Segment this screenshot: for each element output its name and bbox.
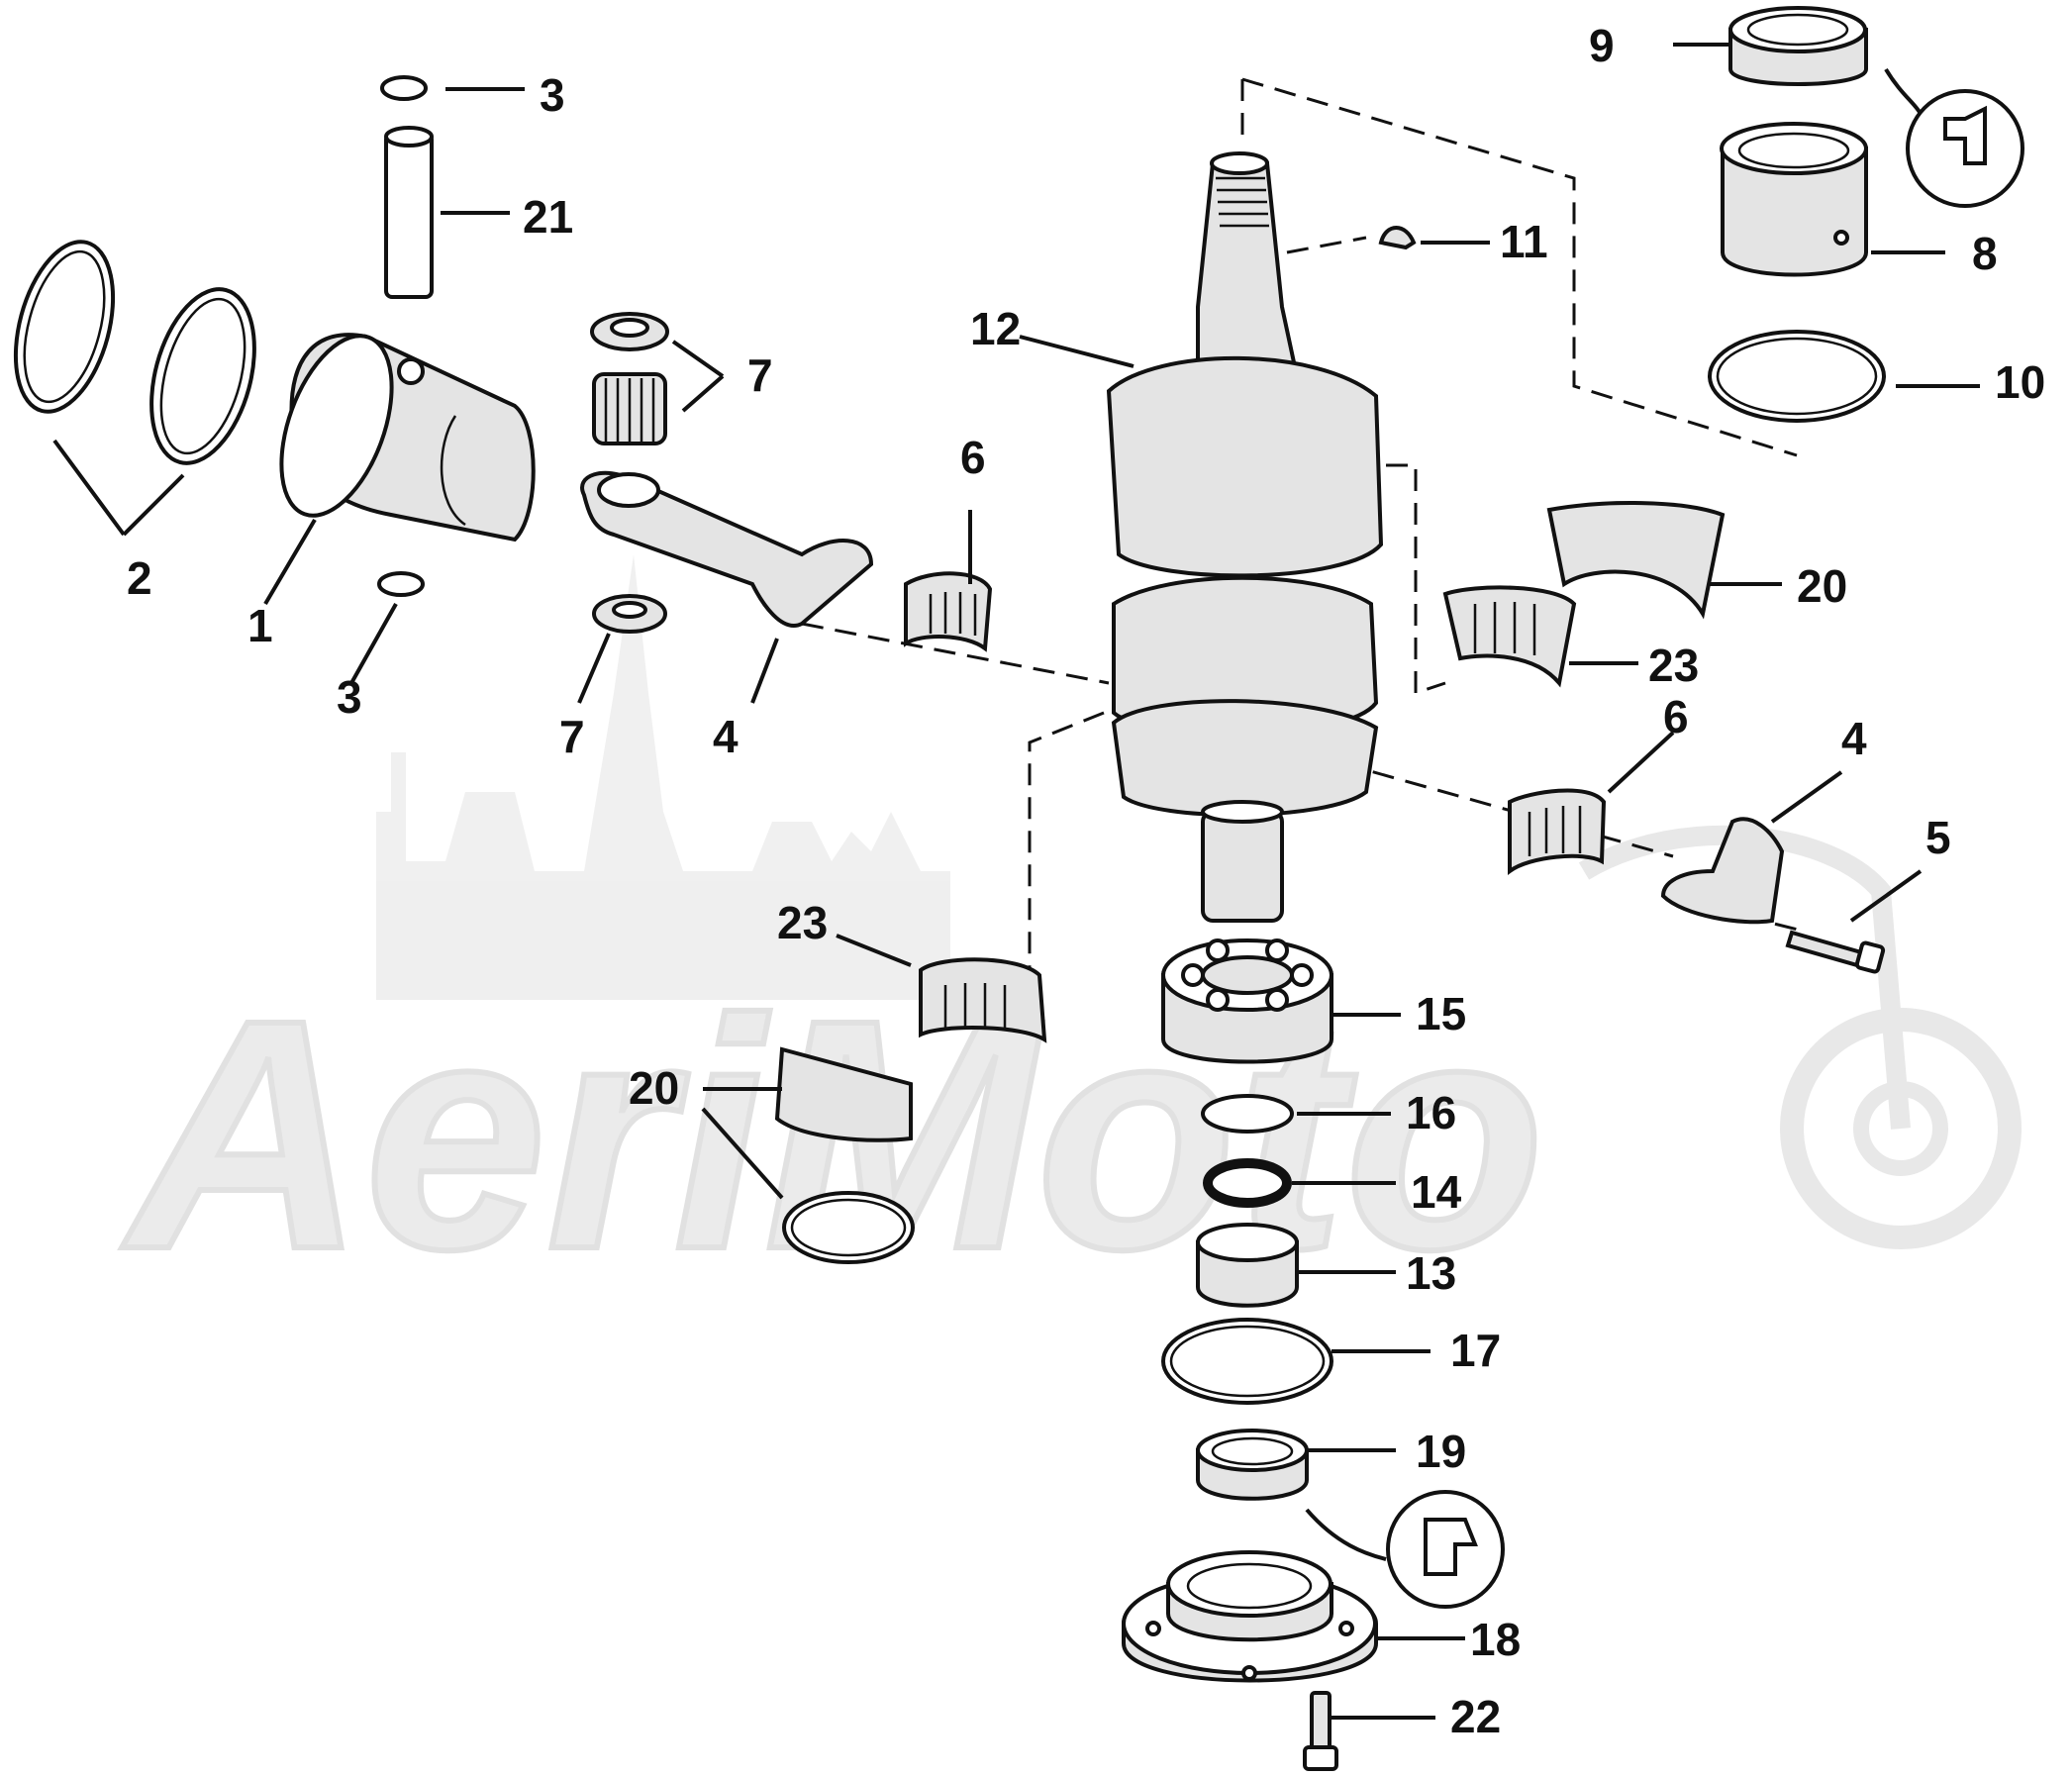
- upper-main-bearing: [1720, 122, 1868, 277]
- label-2: 2: [127, 552, 152, 604]
- label-18: 18: [1470, 1614, 1521, 1665]
- label-4-rod: 4: [713, 711, 739, 762]
- label-12: 12: [970, 303, 1021, 354]
- label-19: 19: [1416, 1426, 1466, 1477]
- lower-seal-ring: [1203, 1158, 1292, 1208]
- circlip-bottom: [377, 571, 425, 597]
- lower-o-ring: [1161, 1318, 1333, 1405]
- leader-lines: [52, 43, 1980, 1720]
- lower-bushing: [1196, 1223, 1299, 1308]
- label-9: 9: [1589, 20, 1615, 71]
- upper-o-ring: [1708, 330, 1886, 423]
- crankpin-bearing-lower: [1508, 788, 1607, 875]
- center-bearing-lower: [919, 957, 1047, 1043]
- pin-washer-bottom: [592, 594, 667, 634]
- piston: [279, 333, 536, 543]
- label-13: 13: [1406, 1247, 1456, 1299]
- label-17: 17: [1450, 1325, 1501, 1376]
- watermark: AeriMoto: [116, 554, 2022, 1320]
- label-6-upper: 6: [960, 432, 986, 483]
- circlip-top: [380, 75, 428, 101]
- label-6-lower: 6: [1663, 691, 1689, 742]
- label-23-upper: 23: [1648, 640, 1699, 691]
- center-sleeve-upper: [1546, 501, 1726, 620]
- crankpin-bearing-upper: [904, 571, 993, 652]
- rod-cap: [1660, 817, 1785, 925]
- label-11: 11: [1500, 216, 1548, 267]
- lower-oil-seal: [1196, 1429, 1309, 1501]
- label-20-lower: 20: [629, 1062, 679, 1114]
- housing-screw: [1303, 1691, 1338, 1771]
- label-4-cap: 4: [1841, 713, 1867, 764]
- label-14: 14: [1411, 1166, 1462, 1218]
- woodruff-key: [1378, 226, 1417, 250]
- pin-needle-bearing: [592, 372, 667, 445]
- label-8: 8: [1972, 228, 1998, 279]
- crankshaft: [1106, 151, 1384, 923]
- label-1: 1: [247, 600, 273, 651]
- label-15: 15: [1416, 988, 1466, 1039]
- label-7-bottom: 7: [559, 711, 585, 762]
- snap-ring: [1201, 1094, 1294, 1134]
- label-21: 21: [523, 191, 573, 243]
- seal-detail-inset-bottom: [1305, 1490, 1505, 1609]
- label-16: 16: [1406, 1087, 1456, 1138]
- piston-pin: [384, 126, 434, 299]
- label-5: 5: [1925, 812, 1951, 863]
- label-22: 22: [1450, 1691, 1501, 1742]
- center-sleeve-ring: [782, 1191, 915, 1264]
- upper-oil-seal: [1728, 6, 1868, 86]
- label-23-lower: 23: [777, 897, 828, 948]
- label-20-upper: 20: [1797, 560, 1847, 612]
- connecting-rod: [580, 470, 874, 628]
- label-3-bottom: 3: [337, 671, 362, 723]
- lower-ball-bearing: [1161, 938, 1333, 1064]
- label-3-top: 3: [540, 69, 565, 121]
- label-7-top: 7: [747, 349, 773, 401]
- callout-labels: 2 1 3 21 3 7 7 4 6 12 9 8 10 11 20 23 6 …: [127, 20, 2045, 1742]
- center-bearing-upper: [1442, 585, 1577, 688]
- seal-detail-inset-top: [1884, 67, 2024, 208]
- rod-cap-screw: [1785, 930, 1886, 974]
- label-10: 10: [1995, 356, 2045, 408]
- pin-washer-top: [590, 312, 669, 351]
- center-sleeve-lower: [774, 1046, 913, 1142]
- lower-bearing-housing: [1122, 1550, 1378, 1683]
- piston-rings: [13, 240, 256, 465]
